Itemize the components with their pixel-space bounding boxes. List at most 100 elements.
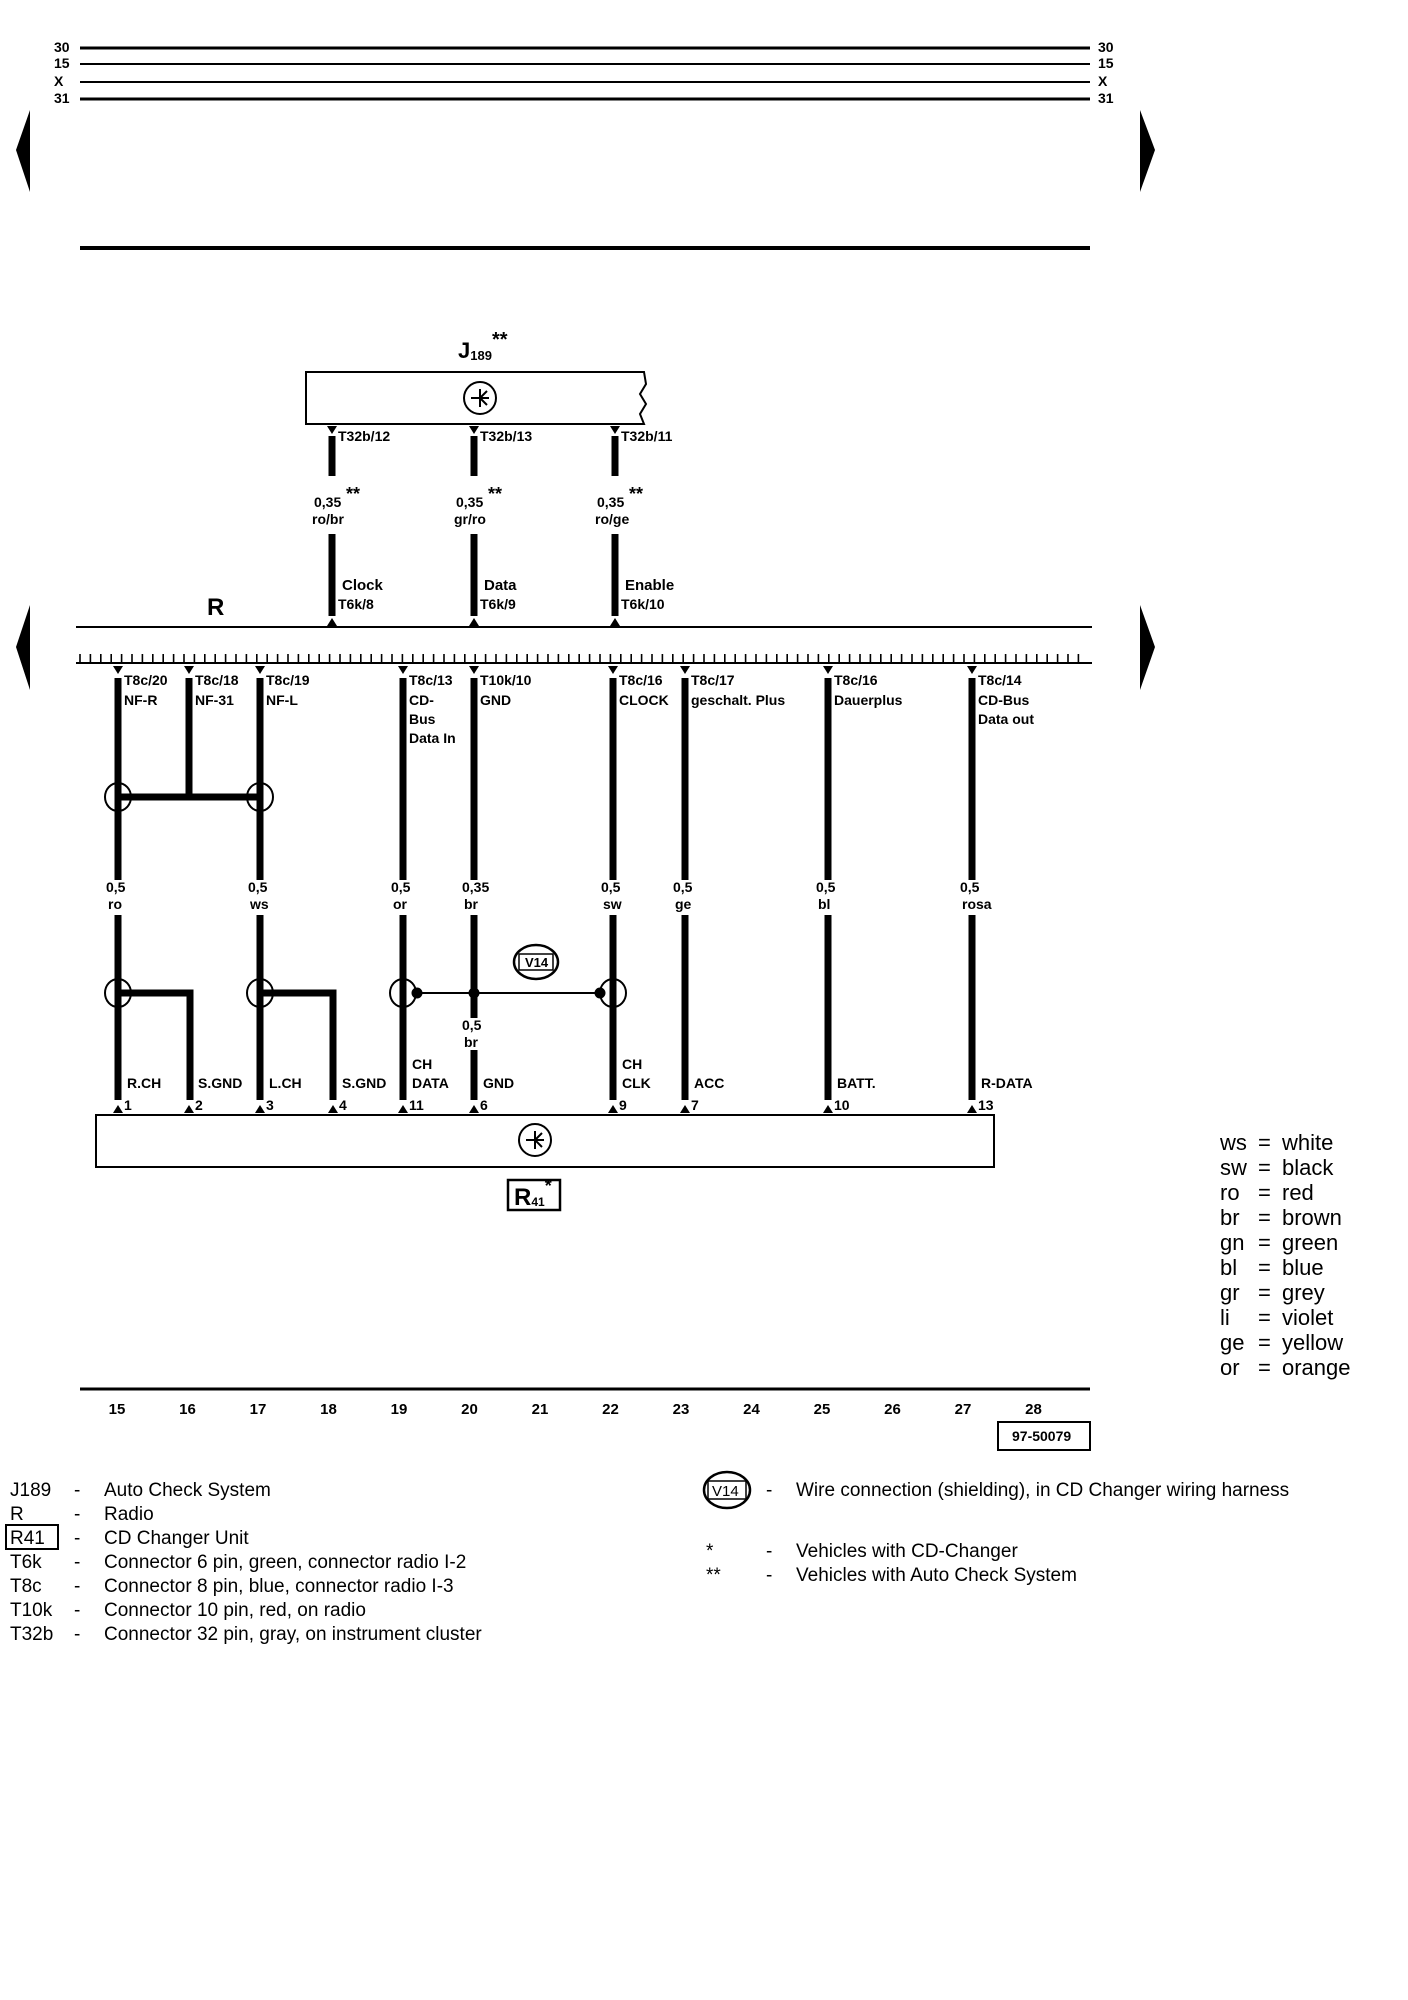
cd-changer-electronics-symbol bbox=[518, 1123, 552, 1157]
ref-code: 97-50079 bbox=[1012, 1428, 1071, 1444]
pin-arrow-up bbox=[680, 1105, 690, 1113]
track-number: 28 bbox=[1025, 1401, 1042, 1418]
j189-pin-label: T32b/11 bbox=[621, 428, 673, 444]
changer-pin-number: 13 bbox=[978, 1097, 994, 1113]
changer-pin-number: 10 bbox=[834, 1097, 850, 1113]
color-code: or bbox=[1220, 1355, 1240, 1380]
j189-pin-label: T32b/13 bbox=[480, 428, 532, 444]
v14-wire-size: 0,5 bbox=[462, 1017, 482, 1033]
color-equals: = bbox=[1258, 1330, 1271, 1355]
pin-arrow-down bbox=[608, 666, 618, 674]
color-code: sw bbox=[1220, 1155, 1247, 1180]
connector-pin-label: T6k/10 bbox=[621, 596, 665, 612]
rail-label-right: 30 bbox=[1098, 39, 1114, 55]
changer-pin-name: R.CH bbox=[127, 1075, 161, 1091]
j189-transistor-mark bbox=[471, 389, 489, 407]
component-code: T8c bbox=[10, 1576, 42, 1597]
color-equals: = bbox=[1258, 1255, 1271, 1280]
color-code: gn bbox=[1220, 1230, 1244, 1255]
track-number: 21 bbox=[532, 1401, 549, 1418]
next-section-arrow[interactable] bbox=[1140, 605, 1155, 690]
radio-pin-label: T8c/16 bbox=[619, 672, 663, 688]
radio-connector-ticks bbox=[79, 654, 1080, 663]
wire-color-label: ro bbox=[108, 896, 122, 912]
pin-arrow-up bbox=[967, 1105, 977, 1113]
prev-section-arrow[interactable] bbox=[16, 605, 30, 690]
wire-size-label: 0,5 bbox=[673, 879, 693, 895]
radio-pin-label: T10k/10 bbox=[480, 672, 532, 688]
pin-arrow-down bbox=[113, 666, 123, 674]
ref-code-box bbox=[997, 1421, 1091, 1451]
changer-pin-name: ACC bbox=[694, 1075, 724, 1091]
changer-pin-name: GND bbox=[483, 1075, 514, 1091]
legend-dash: - bbox=[74, 1600, 80, 1621]
rail-label-left: 31 bbox=[54, 90, 70, 106]
note-desc: Vehicles with CD-Changer bbox=[796, 1541, 1018, 1562]
note-code: ** bbox=[706, 1565, 721, 1586]
radio-pin-function: CD- bbox=[409, 692, 434, 708]
pin-arrow-up bbox=[823, 1105, 833, 1113]
track-number: 27 bbox=[955, 1401, 972, 1418]
radio-pin-function: Data out bbox=[978, 711, 1034, 727]
color-name: yellow bbox=[1282, 1330, 1343, 1355]
color-equals: = bbox=[1258, 1155, 1271, 1180]
color-name: grey bbox=[1282, 1280, 1325, 1305]
color-code: ws bbox=[1219, 1130, 1247, 1155]
pin-arrow-down bbox=[469, 426, 479, 434]
wire-color-label: gr/ro bbox=[454, 511, 486, 527]
pin-arrow-up bbox=[398, 1105, 408, 1113]
changer-pin-name: S.GND bbox=[342, 1075, 386, 1091]
rail-label-right: X bbox=[1098, 73, 1108, 89]
v14-junction bbox=[411, 987, 423, 999]
r41-label-box bbox=[506, 1178, 562, 1212]
wire-size-label: 0,5 bbox=[816, 879, 836, 895]
component-desc: Connector 10 pin, red, on radio bbox=[104, 1600, 366, 1621]
color-equals: = bbox=[1258, 1205, 1271, 1230]
color-equals: = bbox=[1258, 1130, 1271, 1155]
color-name: violet bbox=[1282, 1305, 1333, 1330]
track-number: 15 bbox=[109, 1401, 126, 1418]
prev-page-arrow[interactable] bbox=[16, 110, 30, 192]
pin-arrow-up bbox=[610, 618, 620, 626]
signal-label: Clock bbox=[342, 577, 384, 594]
component-desc: Connector 32 pin, gray, on instrument cl… bbox=[104, 1624, 482, 1645]
wire-star-label: ** bbox=[488, 484, 502, 504]
pin-arrow-up bbox=[608, 1105, 618, 1113]
cd-changer-transistor-mark bbox=[526, 1131, 544, 1149]
component-desc: Connector 8 pin, blue, connector radio I… bbox=[104, 1576, 454, 1597]
pin-arrow-down bbox=[967, 666, 977, 674]
component-desc: Radio bbox=[104, 1504, 154, 1525]
component-code: T10k bbox=[10, 1600, 53, 1621]
legend-dash: - bbox=[766, 1480, 772, 1501]
track-number: 17 bbox=[250, 1401, 267, 1418]
cd-changer-box bbox=[95, 1114, 995, 1168]
rail-label-left: 15 bbox=[54, 55, 70, 71]
radio-pin-label: T8c/17 bbox=[691, 672, 735, 688]
next-page-arrow[interactable] bbox=[1140, 110, 1155, 192]
radio-pin-function: GND bbox=[480, 692, 511, 708]
changer-pin-number: 6 bbox=[480, 1097, 488, 1113]
color-code: gr bbox=[1220, 1280, 1240, 1305]
legend-dash: - bbox=[74, 1552, 80, 1573]
wire-color-label: ro/br bbox=[312, 511, 344, 527]
legend-dash: - bbox=[74, 1504, 80, 1525]
changer-pin-number: 9 bbox=[619, 1097, 627, 1113]
changer-pin-name: CH bbox=[622, 1056, 642, 1072]
color-code: ge bbox=[1220, 1330, 1244, 1355]
color-name: red bbox=[1282, 1180, 1314, 1205]
radio-pin-function: Bus bbox=[409, 711, 436, 727]
pin-arrow-down bbox=[255, 666, 265, 674]
pin-arrow-down bbox=[398, 666, 408, 674]
changer-pin-name: CH bbox=[412, 1056, 432, 1072]
component-desc: Connector 6 pin, green, connector radio … bbox=[104, 1552, 466, 1573]
wire-color-label: or bbox=[393, 896, 408, 912]
changer-pin-number: 7 bbox=[691, 1097, 699, 1113]
wire-color-label: rosa bbox=[962, 896, 992, 912]
radio-pin-function: NF-31 bbox=[195, 692, 234, 708]
j189-label: J189** bbox=[458, 329, 508, 363]
color-code: ro bbox=[1220, 1180, 1240, 1205]
track-number: 22 bbox=[602, 1401, 619, 1418]
j189-pin-label: T32b/12 bbox=[338, 428, 390, 444]
track-number: 23 bbox=[673, 1401, 690, 1418]
